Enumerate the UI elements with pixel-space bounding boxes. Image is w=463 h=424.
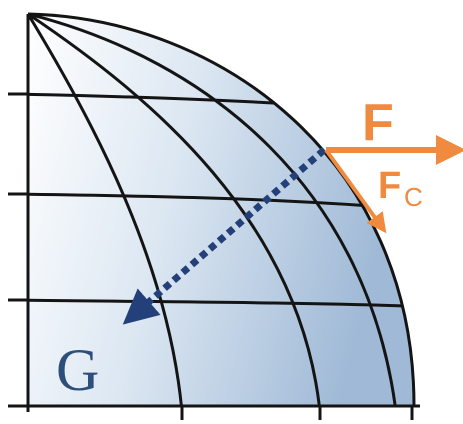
meridian-3 — [28, 14, 398, 406]
globe-outline — [27, 12, 416, 407]
centripetal-force-label: F — [378, 165, 401, 207]
meridian-1 — [28, 14, 184, 406]
gravity-vector — [122, 147, 327, 325]
globe-grid — [28, 14, 407, 406]
force-label: F — [362, 94, 394, 152]
latitude-line-2 — [28, 192, 373, 208]
bottom-ticks — [180, 406, 414, 420]
gravity-label: G — [56, 337, 99, 403]
latitude-line-1 — [28, 92, 293, 106]
centripetal-force-subscript: C — [404, 182, 423, 212]
centripetal-force-vector — [324, 148, 387, 234]
meridian-2 — [28, 14, 322, 406]
latitude-line-3 — [28, 298, 407, 308]
left-ticks — [8, 92, 28, 302]
